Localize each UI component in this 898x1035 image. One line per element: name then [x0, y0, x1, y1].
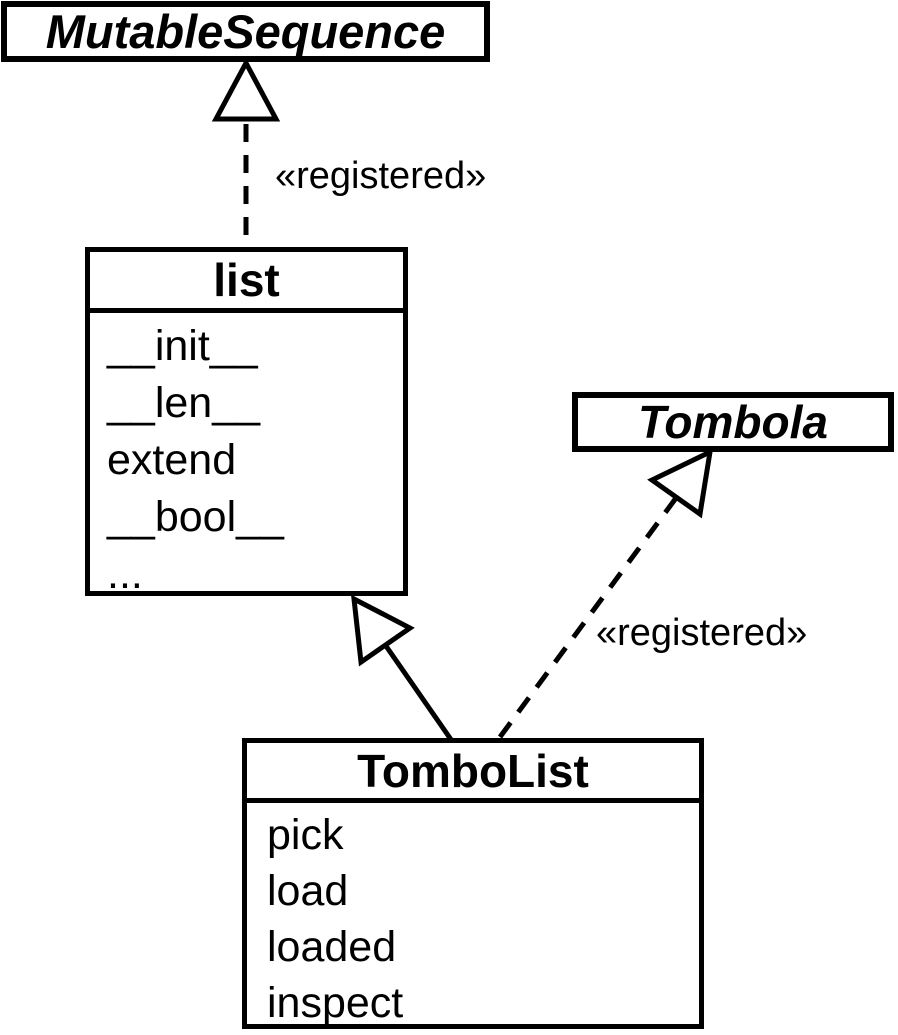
class-header: list — [90, 252, 403, 313]
method-list: __init__ __len__ extend __bool__ ... — [90, 313, 403, 603]
stereotype-label-registered-mutablesequence: «registered» — [275, 155, 487, 197]
method-item: load — [267, 867, 349, 915]
class-header: TomboList — [247, 743, 699, 803]
method-item: inspect — [267, 979, 404, 1027]
method-item: __bool__ — [107, 493, 284, 541]
class-box-tombolist: TomboList pick load loaded inspect — [242, 738, 704, 1029]
method-item: __init__ — [107, 322, 258, 370]
hollow-triangle-arrowhead — [211, 57, 281, 122]
solid-connector-line — [383, 644, 455, 743]
class-box-mutablesequence: MutableSequence — [1, 1, 490, 62]
class-name-tombola: Tombola — [638, 396, 828, 448]
class-name-list: list — [213, 254, 280, 306]
method-item: loaded — [267, 923, 397, 971]
method-item: pick — [267, 811, 344, 859]
class-name-tombolist: TomboList — [357, 744, 589, 797]
method-item: __len__ — [107, 379, 261, 427]
registered-arrow-tombolist-to-tombola — [497, 447, 714, 739]
method-list: pick load loaded inspect — [247, 803, 699, 1031]
class-box-tombola: Tombola — [572, 392, 894, 452]
method-item: ... — [107, 550, 143, 598]
inheritance-arrow-tombolist-to-list — [350, 594, 455, 743]
stereotype-label-registered-tombola: «registered» — [596, 612, 808, 654]
class-name-mutablesequence: MutableSequence — [45, 5, 446, 58]
class-box-list: list __init__ __len__ extend __bool__ ..… — [85, 247, 408, 598]
hollow-triangle-arrowhead — [647, 447, 714, 519]
method-item: extend — [107, 436, 237, 484]
hollow-triangle-arrowhead — [350, 594, 415, 667]
registered-arrow-list-to-mutablesequence — [211, 57, 281, 250]
